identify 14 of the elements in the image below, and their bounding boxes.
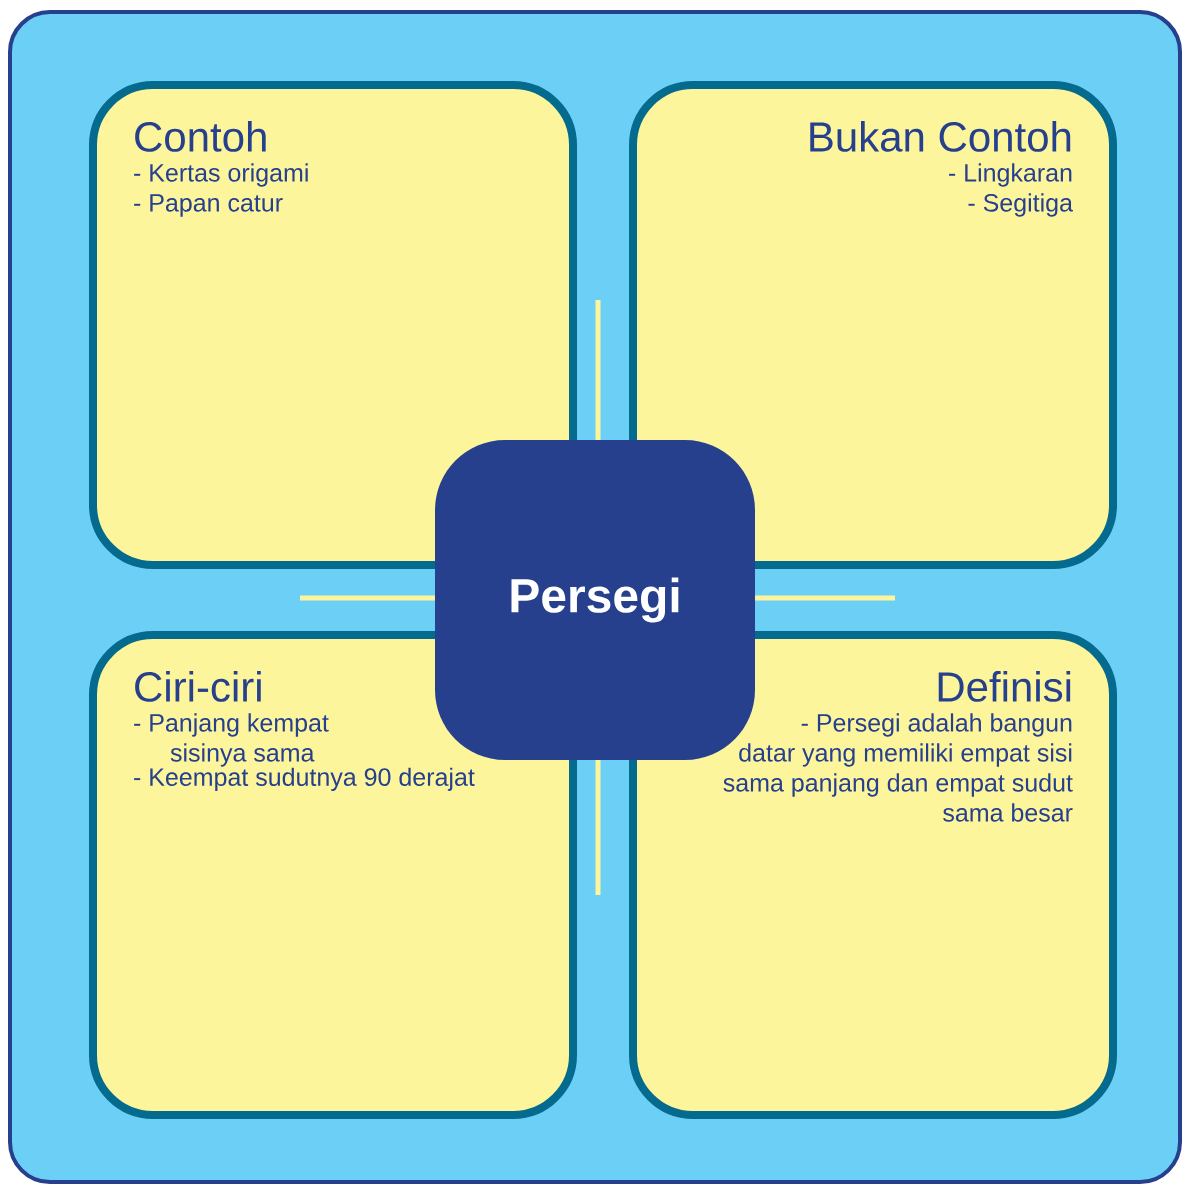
list-item: - Lingkaran [949, 163, 1072, 187]
card-heading: Ciri-ciri [135, 671, 261, 702]
card [629, 81, 1117, 569]
list-item: - Keempat sudutnya 90 derajat [134, 767, 475, 791]
list-item: - Kertas origami [134, 163, 308, 187]
card-heading: Definisi [938, 671, 1071, 702]
card-heading: Contoh [135, 121, 266, 152]
card [89, 631, 577, 1119]
card [629, 631, 1117, 1119]
card [89, 81, 577, 569]
list-item: - Papan catur [134, 194, 283, 217]
list-item: - Panjang kempat sisinya sama [134, 713, 329, 767]
card-heading: Bukan Contoh [810, 121, 1071, 152]
list-item: - Segitiga [968, 193, 1073, 217]
